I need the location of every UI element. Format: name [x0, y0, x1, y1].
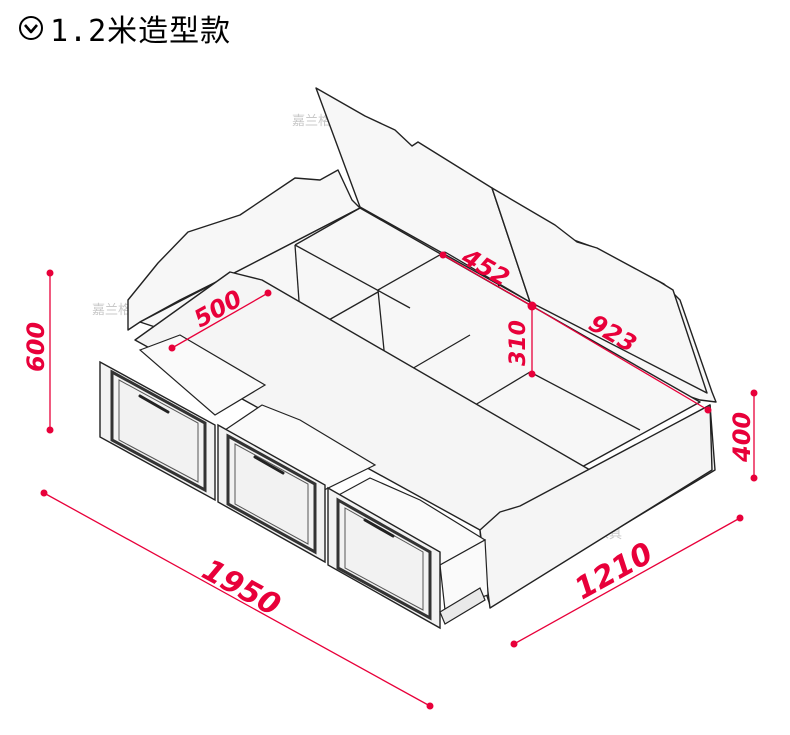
dim-label-height-side: 400	[728, 412, 756, 463]
title-bar: 1.2米造型款	[18, 8, 232, 49]
lid-right	[491, 187, 708, 394]
dim-line-drawer-depth	[171, 292, 269, 349]
divider	[469, 371, 531, 409]
dim-marker	[750, 389, 758, 397]
back-headboard	[127, 169, 361, 331]
dim-marker	[704, 406, 712, 414]
dim-marker	[439, 251, 447, 259]
drawer-handle	[138, 394, 170, 414]
drawer-front-2	[217, 423, 326, 564]
dim-line-width	[513, 517, 741, 645]
drawer-box	[138, 334, 267, 416]
divider	[529, 371, 641, 431]
divider	[294, 244, 411, 309]
dim-marker	[528, 370, 536, 378]
dim-marker	[40, 489, 48, 497]
dim-line-compartment	[442, 254, 533, 307]
lid-left	[315, 87, 531, 303]
dim-marker	[46, 426, 54, 434]
dim-line-storage-length	[531, 305, 709, 411]
drawer-handle	[253, 455, 285, 475]
dim-line-length	[43, 492, 431, 707]
dim-marker	[426, 702, 434, 710]
divider	[444, 251, 531, 303]
page-title: 1.2米造型款	[50, 14, 232, 49]
drawer-front-1	[99, 360, 216, 502]
dim-label-storage-depth: 310	[506, 320, 531, 366]
foot-panel	[479, 404, 713, 609]
dim-marker	[168, 344, 176, 352]
drawer-handle	[363, 518, 395, 538]
divider	[294, 207, 361, 246]
divider	[409, 334, 471, 371]
dim-marker	[750, 474, 758, 482]
dim-label-length: 1950	[196, 552, 286, 623]
dim-marker	[736, 514, 744, 522]
dim-marker	[264, 289, 272, 297]
divider	[377, 251, 446, 291]
dim-marker	[527, 301, 537, 311]
drawer-front-3	[327, 486, 441, 630]
dim-label-height-head: 600	[22, 322, 50, 372]
dim-marker	[510, 640, 518, 648]
divider	[377, 289, 386, 361]
chevron-down-circle-icon	[19, 16, 43, 40]
drawer-bottom	[439, 587, 486, 625]
dim-marker	[46, 269, 54, 277]
